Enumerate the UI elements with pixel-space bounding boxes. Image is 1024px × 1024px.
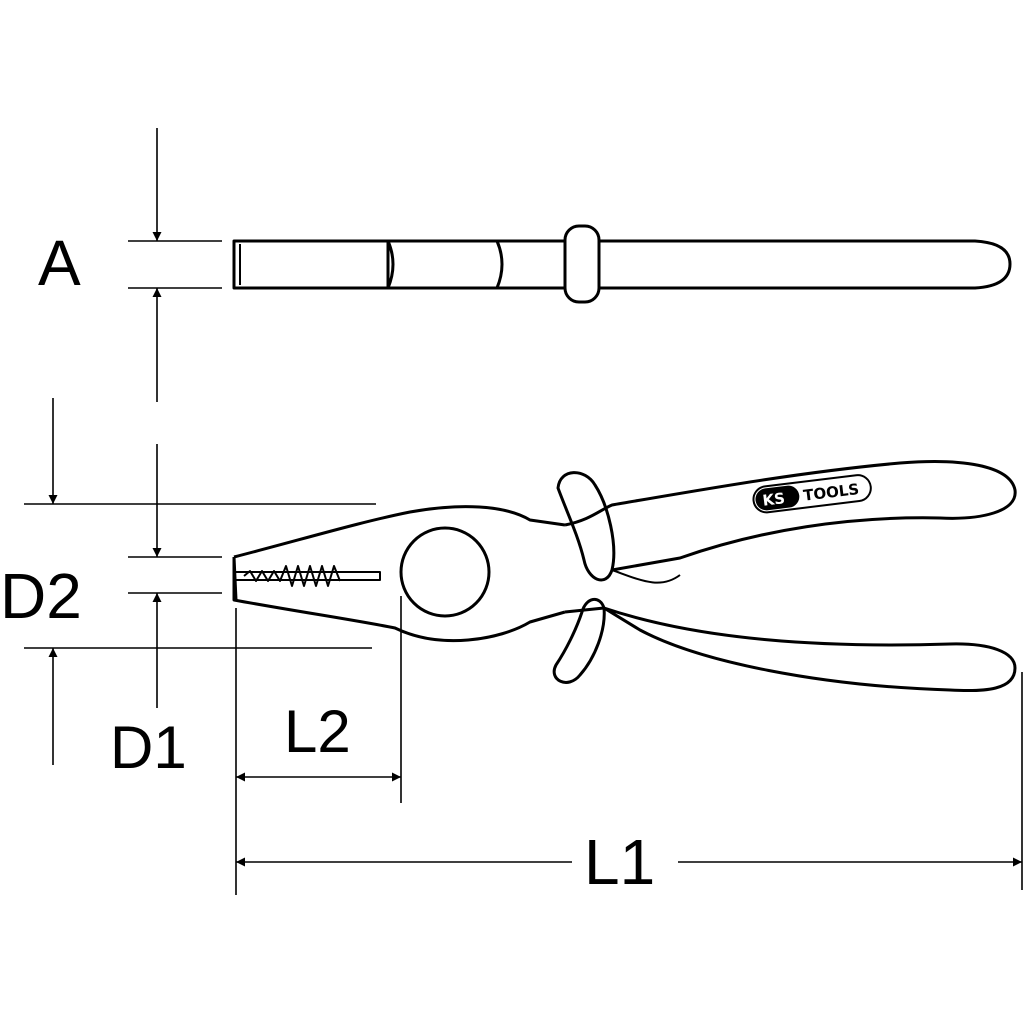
ks-tools-logo: KS TOOLS — [752, 474, 872, 514]
pliers-head — [232, 505, 566, 643]
logo-ks-text: KS — [762, 489, 786, 510]
dimension-lines — [24, 128, 1023, 895]
top-view-joint — [386, 239, 565, 290]
pliers-top-view — [232, 224, 1012, 304]
label-l2: L2 — [284, 698, 351, 765]
jaw-teeth — [243, 565, 341, 587]
label-l1: L1 — [584, 826, 655, 898]
upper-handle — [564, 460, 1017, 572]
jaw-tip — [232, 556, 238, 601]
label-d2: D2 — [0, 560, 82, 632]
label-d1: D1 — [110, 714, 187, 781]
label-a: A — [38, 227, 81, 299]
upper-guard — [556, 471, 616, 582]
top-view-handle — [599, 239, 1012, 290]
top-view-jaw — [232, 239, 390, 290]
lower-handle — [564, 606, 1017, 693]
pliers-front-view — [232, 460, 1017, 693]
handle-split — [611, 569, 681, 584]
pivot-circle — [399, 526, 491, 618]
top-view-guard — [563, 224, 601, 304]
